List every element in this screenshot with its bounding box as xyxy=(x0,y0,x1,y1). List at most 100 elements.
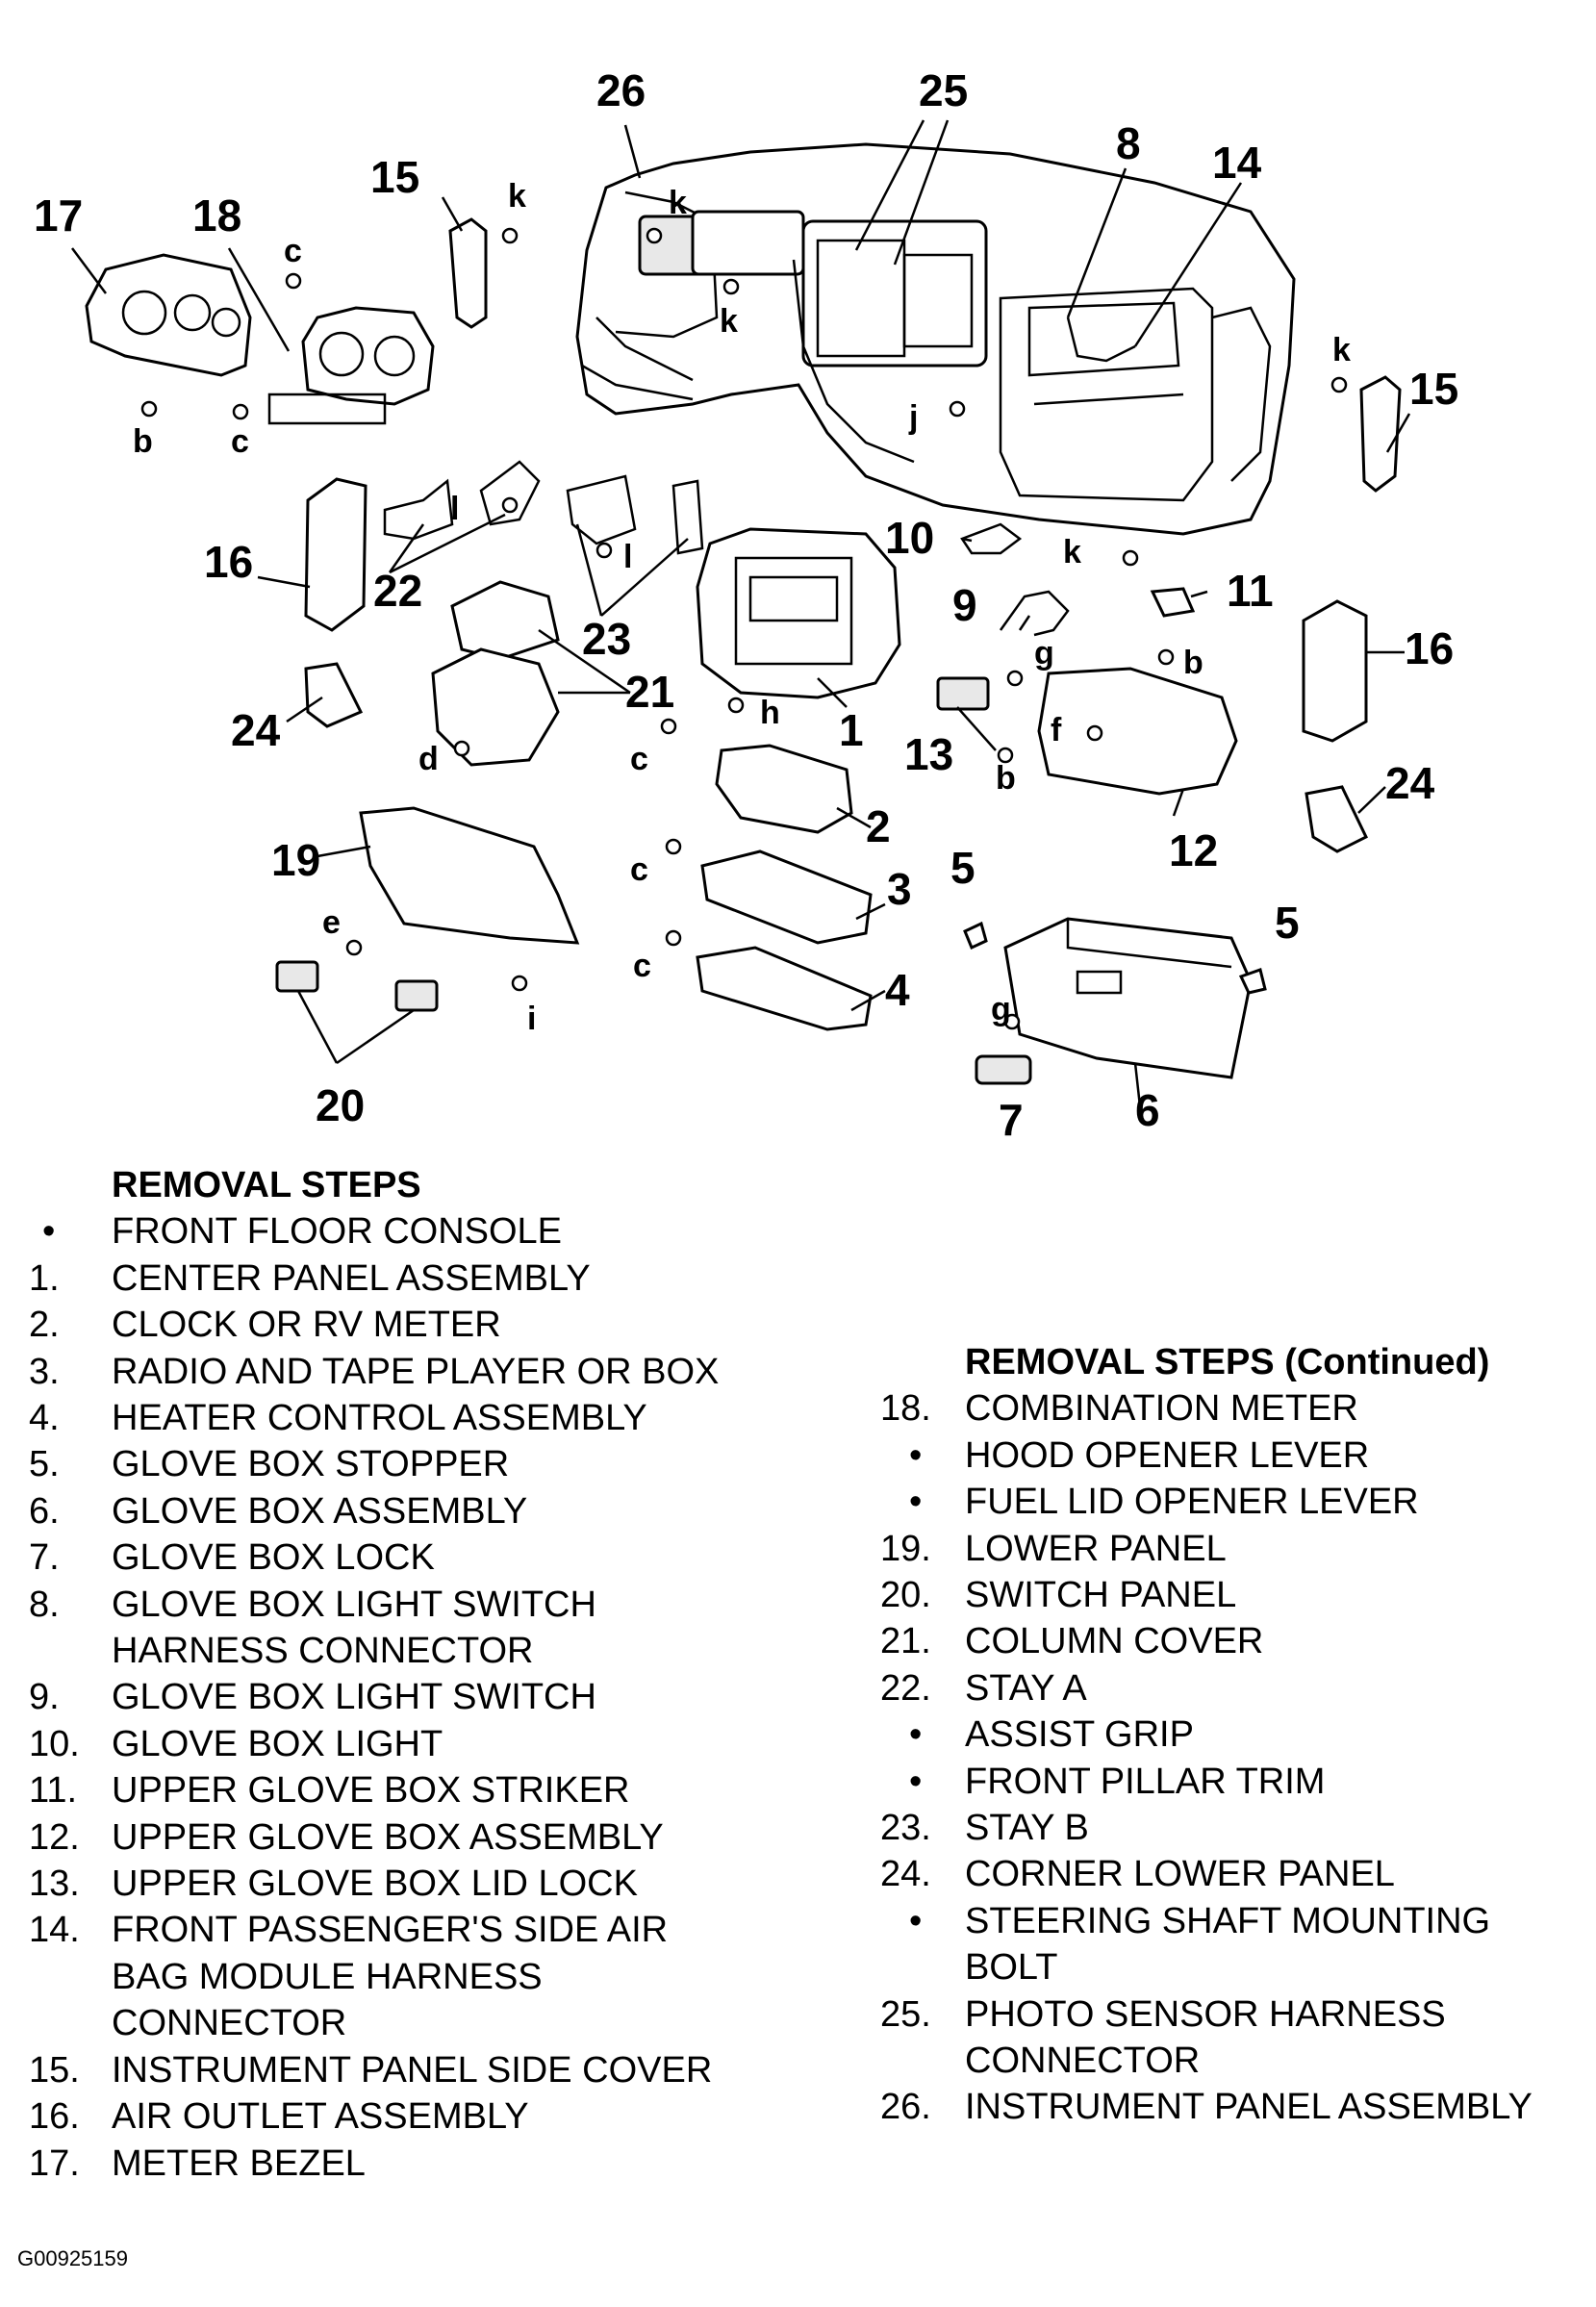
removal-steps-title: REMOVAL STEPS xyxy=(112,1165,421,1205)
step-text: UPPER GLOVE BOX ASSEMBLY xyxy=(112,1816,664,1858)
step-marker: • xyxy=(909,1482,923,1523)
part-upper-glove-box-striker xyxy=(1150,587,1196,618)
removal-step: 2. CLOCK OR RV METER xyxy=(29,1302,798,1348)
part-side-cover-right xyxy=(1359,375,1402,493)
step-text: CLOCK OR RV METER xyxy=(112,1305,501,1346)
fastener-letter-k: k xyxy=(1063,534,1081,570)
callout-7: 7 xyxy=(999,1095,1024,1145)
callout-23: 23 xyxy=(582,614,631,664)
part-combination-meter xyxy=(267,306,435,425)
step-marker: 4. xyxy=(29,1398,60,1439)
step-text: INSTRUMENT PANEL SIDE COVER xyxy=(112,2049,713,2091)
removal-step: 7.GLOVE BOX LOCK xyxy=(29,1534,798,1581)
fastener-letter-b: b xyxy=(133,423,153,460)
callout-25: 25 xyxy=(919,65,968,115)
part-clock-or-rv-meter xyxy=(715,744,853,834)
callout-15-left: 15 xyxy=(370,152,419,202)
removal-step: • STEERING SHAFT MOUNTING xyxy=(880,1898,1592,1944)
step-text: GLOVE BOX LIGHT xyxy=(112,1723,443,1764)
step-marker: 25. xyxy=(880,1993,931,2035)
removal-step: 12.UPPER GLOVE BOX ASSEMBLY xyxy=(29,1814,798,1861)
callout-5-left: 5 xyxy=(950,843,975,893)
fastener-letter-f: f xyxy=(1051,712,1062,748)
step-text: HARNESS CONNECTOR xyxy=(112,1631,534,1672)
step-text: RADIO AND TAPE PLAYER OR BOX xyxy=(112,1351,720,1392)
removal-step: 22.STAY A xyxy=(880,1665,1592,1711)
removal-step: 10.GLOVE BOX LIGHT xyxy=(29,1721,798,1767)
step-marker xyxy=(29,2000,112,2046)
step-marker: 17. xyxy=(29,2142,80,2184)
step-text: LOWER PANEL xyxy=(965,1528,1227,1569)
callout-21: 21 xyxy=(625,667,674,717)
step-text: STAY B xyxy=(965,1808,1089,1849)
removal-step: 16.AIR OUTLET ASSEMBLY xyxy=(29,2093,798,2140)
fastener-letter-b: b xyxy=(996,760,1016,797)
step-text: STEERING SHAFT MOUNTING xyxy=(965,1900,1491,1941)
removal-step: 23. STAY B xyxy=(880,1805,1592,1851)
fastener-letter-g: g xyxy=(991,991,1011,1027)
step-text: FRONT FLOOR CONSOLE xyxy=(112,1211,563,1253)
step-text: CONNECTOR xyxy=(965,2041,1201,2082)
removal-step: 15.INSTRUMENT PANEL SIDE COVER xyxy=(29,2047,798,2093)
callout-19: 19 xyxy=(271,835,320,885)
part-glove-box-light-switch xyxy=(999,590,1070,637)
part-corner-lower-panel-right xyxy=(1305,785,1368,853)
callout-4: 4 xyxy=(885,965,910,1015)
step-marker xyxy=(880,2038,965,2084)
step-text: STAY A xyxy=(965,1667,1087,1709)
part-switch-panel-2 xyxy=(394,979,439,1012)
step-text: PHOTO SENSOR HARNESS xyxy=(965,1993,1446,2035)
part-glove-box-light xyxy=(960,522,1023,555)
fastener-letter-l: l xyxy=(450,491,459,527)
fastener-letter-l: l xyxy=(623,539,632,575)
callout-numbers: 26 25 8 14 15 17 18 15 10 16 22 11 9 23 … xyxy=(34,65,1458,1145)
step-text: CENTER PANEL ASSEMBLY xyxy=(112,1257,591,1299)
step-text: AIR OUTLET ASSEMBLY xyxy=(112,2096,529,2138)
part-stay-a xyxy=(383,460,541,541)
removal-step: 14.FRONT PASSENGER'S SIDE AIR xyxy=(29,1907,798,1953)
step-marker xyxy=(880,1944,965,1990)
step-text: GLOVE BOX LIGHT SWITCH xyxy=(112,1584,596,1625)
step-text: HEATER CONTROL ASSEMBLY xyxy=(112,1398,647,1439)
fastener-letter-k: k xyxy=(720,303,738,340)
part-air-outlet-left xyxy=(304,477,367,632)
removal-step: BAG MODULE HARNESS xyxy=(29,1954,798,2000)
part-heater-control-assembly xyxy=(696,946,873,1031)
step-marker: 11. xyxy=(29,1770,78,1812)
removal-step: 19. LOWER PANEL xyxy=(880,1526,1592,1572)
step-marker: 24. xyxy=(880,1854,931,1895)
step-marker: 9. xyxy=(29,1677,60,1718)
callout-17: 17 xyxy=(34,190,83,241)
step-text: UPPER GLOVE BOX STRIKER xyxy=(112,1770,630,1812)
step-marker: 1. xyxy=(29,1257,60,1299)
step-marker: 23. xyxy=(880,1808,931,1849)
step-marker: 20. xyxy=(880,1575,931,1616)
step-marker: • xyxy=(909,1714,923,1756)
removal-step: 13.UPPER GLOVE BOX LID LOCK xyxy=(29,1861,798,1907)
step-text: HOOD OPENER LEVER xyxy=(965,1434,1370,1476)
fastener-letter-i: i xyxy=(527,1001,536,1037)
fastener-letter-b: b xyxy=(1183,645,1203,681)
step-text: FRONT PILLAR TRIM xyxy=(965,1761,1326,1802)
part-glove-box-lock xyxy=(975,1054,1032,1085)
callout-24-right: 24 xyxy=(1385,758,1435,808)
callout-16-right: 16 xyxy=(1405,623,1454,673)
step-marker: 19. xyxy=(880,1528,931,1569)
step-marker: 6. xyxy=(29,1490,60,1532)
step-marker: 5. xyxy=(29,1444,60,1485)
step-marker: • xyxy=(909,1900,923,1941)
callout-14: 14 xyxy=(1212,138,1262,188)
callout-24-left: 24 xyxy=(231,705,281,755)
step-marker: 2. xyxy=(29,1305,60,1346)
fastener-letter-e: e xyxy=(322,904,341,941)
removal-step: BOLT xyxy=(880,1944,1592,1990)
removal-step: CONNECTOR xyxy=(29,2000,798,2046)
step-text: UPPER GLOVE BOX LID LOCK xyxy=(112,1863,638,1905)
figure-id: G00925159 xyxy=(17,2246,128,2270)
removal-step: 1. CENTER PANEL ASSEMBLY xyxy=(29,1255,798,1302)
fastener-letter-c: c xyxy=(630,741,648,777)
step-text: FRONT PASSENGER'S SIDE AIR xyxy=(112,1910,669,1951)
part-meter-bezel xyxy=(85,253,252,377)
removal-step: 25. PHOTO SENSOR HARNESS xyxy=(880,1991,1592,2038)
callout-26: 26 xyxy=(596,65,646,115)
